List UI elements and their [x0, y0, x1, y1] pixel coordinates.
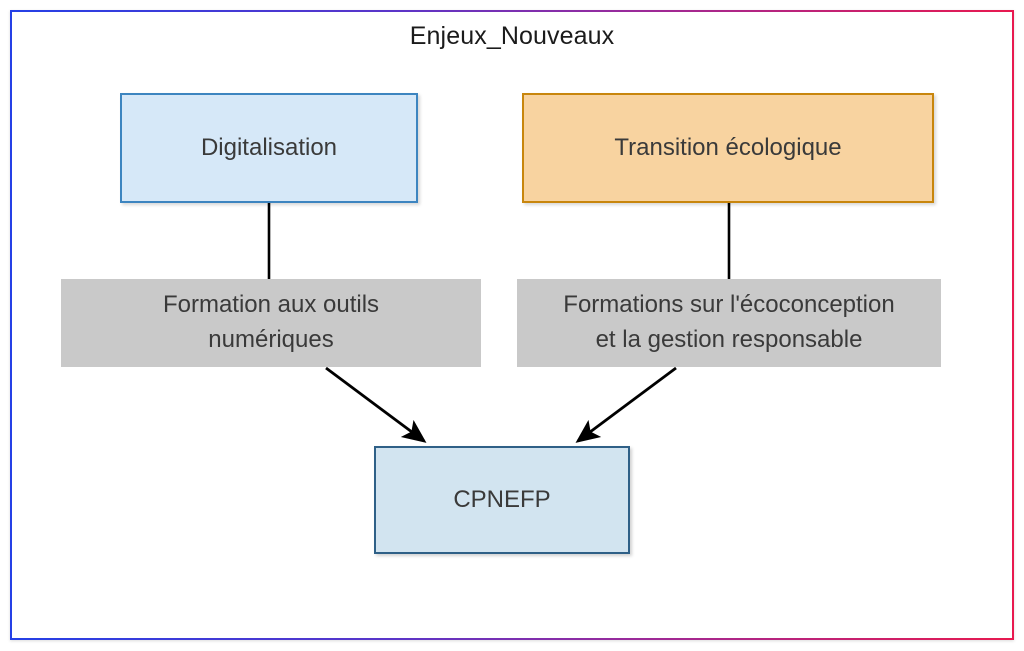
node-cpnefp-label: CPNEFP — [453, 485, 551, 513]
node-transition-ecologique[interactable]: Transition écologique — [522, 93, 934, 203]
node-formation-outils-numeriques-line1: Formation aux outils — [162, 291, 380, 319]
node-formations-ecoconception-label: Formations sur l'écoconception et la ges… — [563, 288, 894, 358]
node-formation-outils-numeriques-label: Formation aux outils numériques — [163, 288, 379, 358]
node-formation-outils-numeriques-line2: numériques — [208, 326, 334, 353]
node-transition-ecologique-label: Transition écologique — [614, 133, 842, 161]
node-digitalisation[interactable]: Digitalisation — [120, 93, 418, 203]
node-formation-outils-numeriques[interactable]: Formation aux outils numériques — [61, 279, 481, 367]
page-title: Enjeux_Nouveaux — [409, 22, 615, 50]
node-digitalisation-label: Digitalisation — [200, 133, 338, 161]
node-cpnefp[interactable]: CPNEFP — [374, 446, 630, 554]
node-formations-ecoconception-line1: Formations sur l'écoconception — [563, 291, 895, 319]
node-formations-ecoconception[interactable]: Formations sur l'écoconception et la ges… — [517, 279, 941, 367]
node-formations-ecoconception-line2: et la gestion responsable — [595, 326, 863, 353]
